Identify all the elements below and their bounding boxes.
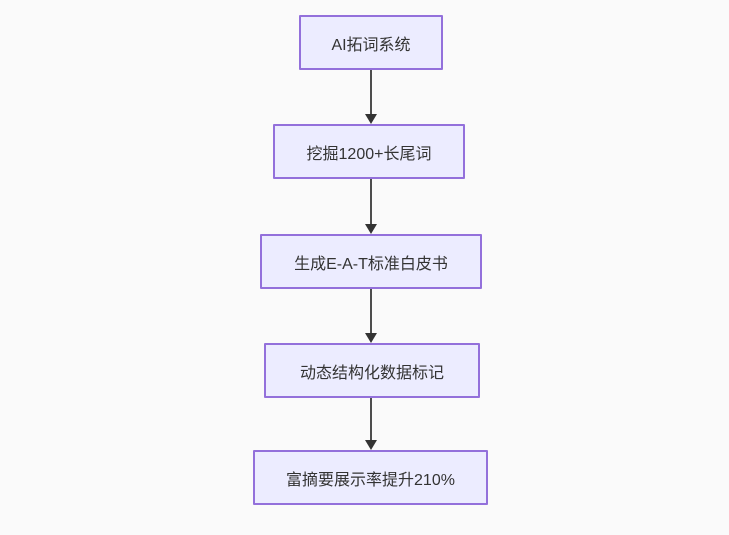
flow-arrow-1 xyxy=(364,70,377,124)
flow-node-label: 富摘要展示率提升210% xyxy=(286,471,455,489)
flow-node-ai-keyword-system: AI拓词系统 xyxy=(299,15,443,70)
arrow-down-icon xyxy=(364,440,377,450)
flow-node-eat-whitepaper: 生成E-A-T标准白皮书 xyxy=(260,234,482,289)
arrow-line xyxy=(369,179,372,226)
flow-node-structured-data: 动态结构化数据标记 xyxy=(264,343,480,398)
flow-node-label: 挖掘1200+长尾词 xyxy=(306,145,432,163)
flow-arrow-2 xyxy=(364,179,377,234)
arrow-down-icon xyxy=(364,114,377,124)
arrow-down-icon xyxy=(364,333,377,343)
flow-arrow-4 xyxy=(364,398,377,450)
arrow-line xyxy=(369,70,372,116)
arrow-line xyxy=(369,398,372,442)
arrow-line xyxy=(369,289,372,335)
flow-node-rich-snippet-result: 富摘要展示率提升210% xyxy=(253,450,488,505)
flow-node-label: AI拓词系统 xyxy=(331,36,411,54)
flow-node-label: 生成E-A-T标准白皮书 xyxy=(294,255,448,273)
flow-arrow-3 xyxy=(364,289,377,343)
flow-node-longtail-mining: 挖掘1200+长尾词 xyxy=(273,124,465,179)
flow-node-label: 动态结构化数据标记 xyxy=(299,364,444,382)
arrow-down-icon xyxy=(364,224,377,234)
